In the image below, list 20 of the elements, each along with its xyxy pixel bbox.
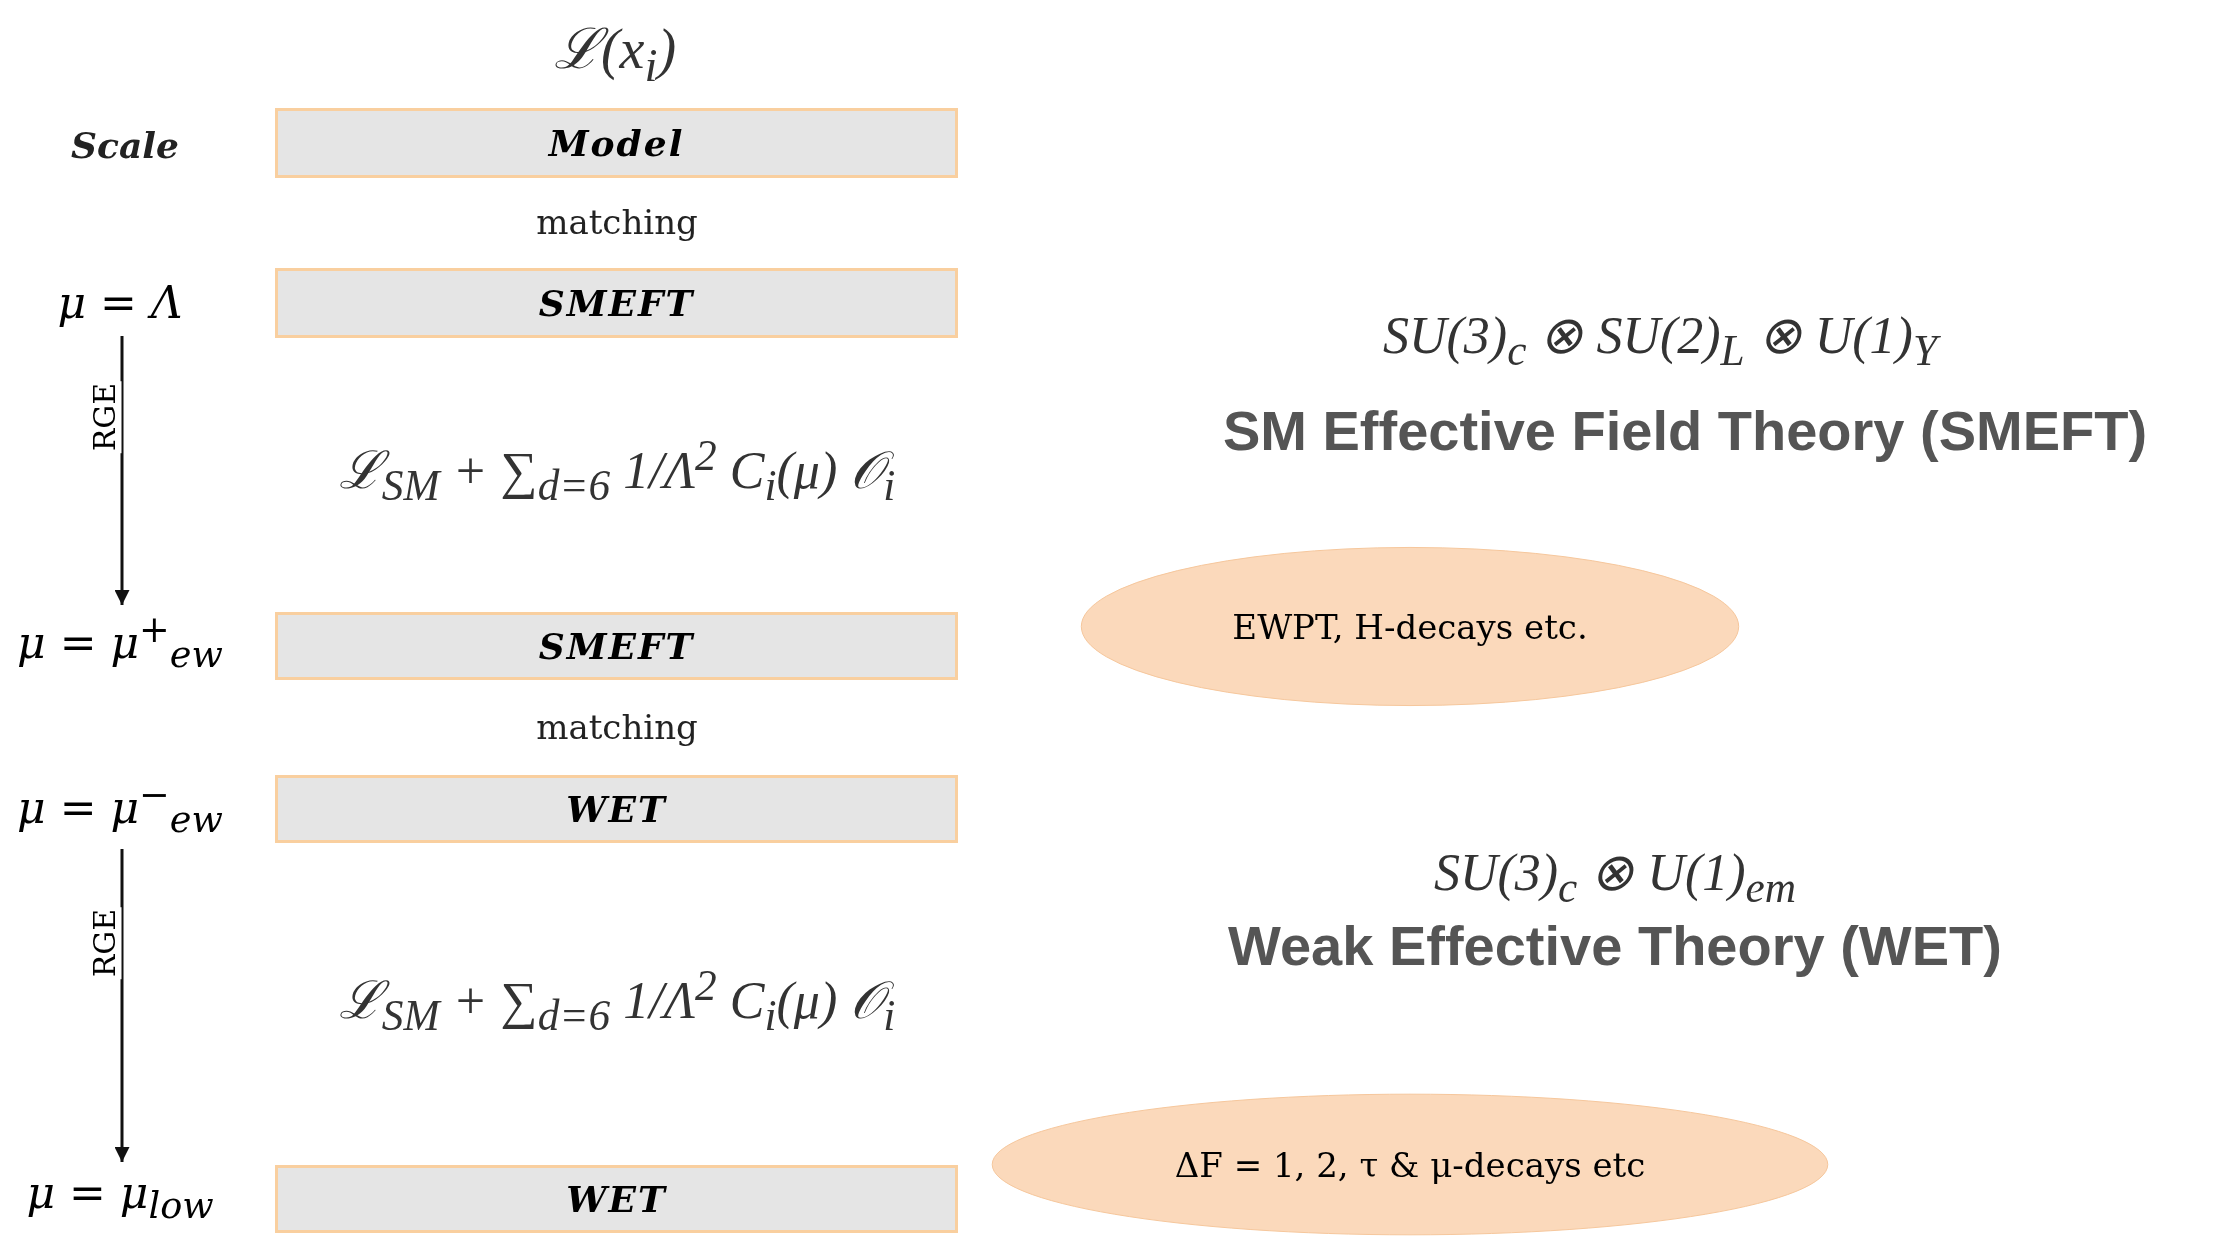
arrow <box>114 336 130 605</box>
scale-label: μ = μ$_{low}$ <box>10 1162 230 1232</box>
scale-bar: SMEFT <box>275 268 958 338</box>
lagrangian-formula: ℒ$_{SM}$ + ∑$_{d=6}$ 1/Λ$^{2}$ C$_{i}$(μ) 𝒪$_{i}$ <box>338 430 896 510</box>
scale-bar: WET <box>275 1165 958 1233</box>
scale-bar: SMEFT <box>275 612 958 680</box>
ellipse-text: ΔF = 1, 2, τ & μ-decays etc <box>1174 1144 1646 1185</box>
scale-bar: WET <box>275 775 958 843</box>
scale-bar: Model <box>275 108 958 178</box>
ellipse-text: EWPT, H-decays etc. <box>1232 606 1588 647</box>
theory-heading: SM Effective Field Theory (SMEFT) <box>1222 397 2148 463</box>
axis-heading: Scale <box>71 124 179 166</box>
arrow <box>114 849 130 1162</box>
matching-label: matching <box>536 202 698 242</box>
gauge-group-label: SU(3)$_{c}$ ⊗ U(1)$_{em}$ <box>1433 843 1797 912</box>
scale-label: μ = Λ <box>30 272 210 332</box>
matching-label: matching <box>536 707 698 747</box>
lagrangian-formula: ℒ$_{SM}$ + ∑$_{d=6}$ 1/Λ$^{2}$ C$_{i}$(μ) 𝒪$_{i}$ <box>338 960 896 1040</box>
theory-heading: Weak Effective Theory (WET) <box>1228 912 2002 978</box>
title: ℒ(x$_{i}$) <box>553 17 677 92</box>
